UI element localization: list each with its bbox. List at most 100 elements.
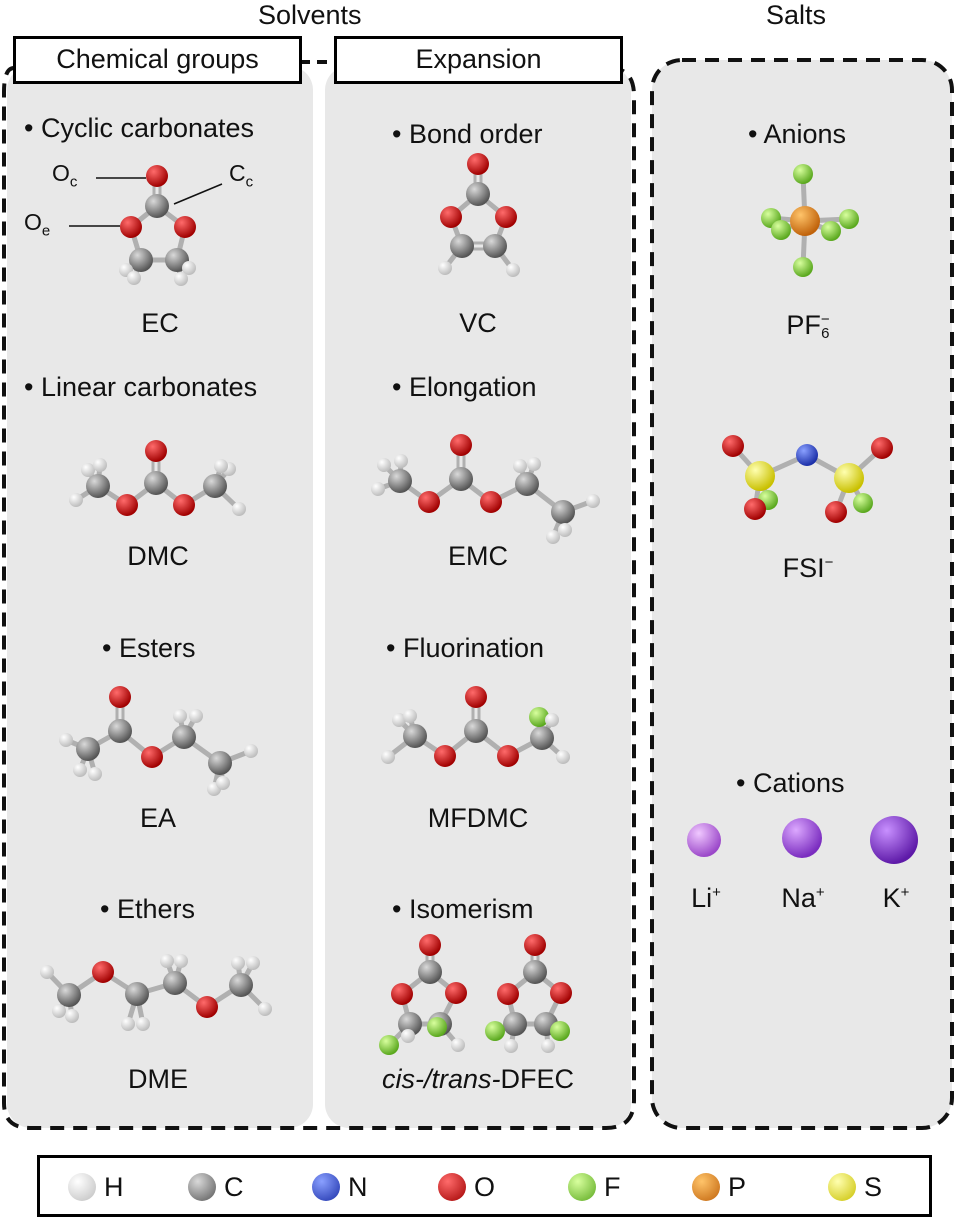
heading-isomerism: • Isomerism: [392, 894, 534, 924]
oxygen-atom: [109, 686, 131, 708]
carbon-atom: [551, 500, 575, 524]
hydrogen-atom: [160, 954, 174, 968]
salts-dashed-outline: [650, 58, 954, 1130]
molecule-label-mfdmc: MFDMC: [427, 803, 529, 833]
legend-item-c: C: [188, 1170, 244, 1204]
expansion-panel: [325, 66, 631, 1128]
molecule-ea: [59, 686, 258, 796]
carbon-atom: [466, 182, 490, 206]
carbon-atom: [418, 960, 442, 984]
expansion-box: Expansion: [334, 36, 623, 84]
carbon-atom: [144, 471, 168, 495]
chemical-groups-box: Chemical groups: [13, 36, 302, 84]
fluorine-atom-icon: [568, 1173, 596, 1201]
fluorine-atom: [793, 164, 813, 184]
hydrogen-atom: [381, 750, 395, 764]
heading-cyclic-carbonates: • Cyclic carbonates: [24, 113, 255, 143]
phosphorus-atom-icon: [692, 1173, 720, 1201]
heading-esters: • Esters: [102, 633, 196, 663]
sulfur-atom: [834, 463, 864, 493]
molecule-pf6: [761, 164, 859, 277]
legend-item-n: N: [312, 1170, 368, 1204]
hydrogen-atom: [504, 1039, 518, 1053]
hydrogen-atom: [403, 709, 417, 723]
hydrogen-atom: [451, 1038, 465, 1052]
carbon-atom: [145, 194, 169, 218]
nitrogen-atom-icon: [312, 1173, 340, 1201]
hydrogen-atom: [182, 261, 196, 275]
carbon-atom: [388, 469, 412, 493]
legend-item-s: S: [828, 1170, 882, 1204]
carbon-atom: [108, 719, 132, 743]
hydrogen-atom: [52, 1004, 66, 1018]
oxygen-atom: [116, 494, 138, 516]
atom-legend: H C N O F P S: [37, 1155, 932, 1217]
carbon-atom: [229, 973, 253, 997]
cation-label-k: K+: [882, 883, 910, 913]
molecule-label-dme: DME: [128, 1064, 188, 1094]
hydrogen-atom: [232, 502, 246, 516]
molecule-ec: [119, 165, 196, 286]
carbon-atom: [483, 234, 507, 258]
molecule-label-vc: VC: [459, 308, 497, 338]
oxygen-atom: [173, 494, 195, 516]
chemical-groups-panel: [7, 66, 313, 1128]
hydrogen-atom: [558, 523, 572, 537]
oxygen-atom-icon: [438, 1173, 466, 1201]
oxygen-atom: [450, 434, 472, 456]
oxygen-atom: [146, 165, 168, 187]
oxygen-atom: [480, 491, 502, 513]
hydrogen-atom: [394, 454, 408, 468]
salts-header: Salts: [766, 0, 827, 30]
cation-label-li: Li+: [691, 883, 721, 913]
fluorine-atom: [853, 493, 873, 513]
oxygen-atom: [495, 206, 517, 228]
hydrogen-atom: [65, 1009, 79, 1023]
carbon-atom: [450, 234, 474, 258]
oxygen-atom: [445, 982, 467, 1004]
heading-ethers: • Ethers: [100, 894, 195, 924]
label-oc: Oc: [52, 160, 78, 191]
oxygen-atom: [871, 437, 893, 459]
oxygen-atom: [497, 983, 519, 1005]
oxygen-atom: [467, 153, 489, 175]
molecule-dfec-cis: [379, 934, 467, 1055]
hydrogen-atom: [59, 733, 73, 747]
hydrogen-atom: [246, 956, 260, 970]
carbon-atom: [523, 960, 547, 984]
solvents-dashed-outline: [1, 66, 636, 1130]
hydrogen-atom: [231, 956, 245, 970]
carbon-atom: [530, 726, 554, 750]
oxygen-atom: [550, 982, 572, 1004]
hydrogen-atom: [189, 709, 203, 723]
carbon-atom-icon: [188, 1173, 216, 1201]
cation-label-na: Na+: [781, 883, 825, 913]
molecule-fsi: [722, 435, 893, 523]
legend-item-p: P: [692, 1170, 746, 1204]
fluorine-atom: [771, 220, 791, 240]
carbon-atom: [398, 1012, 422, 1036]
hydrogen-atom: [88, 767, 102, 781]
hydrogen-atom-icon: [68, 1173, 96, 1201]
oxygen-atom: [434, 745, 456, 767]
heading-cations: • Cations: [736, 768, 845, 798]
molecule-label-emc: EMC: [448, 541, 508, 571]
heading-anions: • Anions: [748, 119, 847, 149]
carbon-atom: [208, 751, 232, 775]
hydrogen-atom: [371, 482, 385, 496]
oxygen-atom: [174, 216, 196, 238]
carbon-atom: [403, 724, 427, 748]
molecule-emc: [371, 434, 600, 544]
carbon-atom: [76, 737, 100, 761]
hydrogen-atom: [121, 1017, 135, 1031]
hydrogen-atom: [506, 263, 520, 277]
lithium-cation-icon: [687, 823, 721, 857]
oxygen-atom: [92, 961, 114, 983]
fluorine-atom: [529, 707, 549, 727]
oxygen-atom: [145, 440, 167, 462]
hydrogen-atom: [214, 459, 228, 473]
hydrogen-atom: [401, 1029, 415, 1043]
hydrogen-atom: [556, 750, 570, 764]
label-oe: Oe: [24, 209, 51, 240]
